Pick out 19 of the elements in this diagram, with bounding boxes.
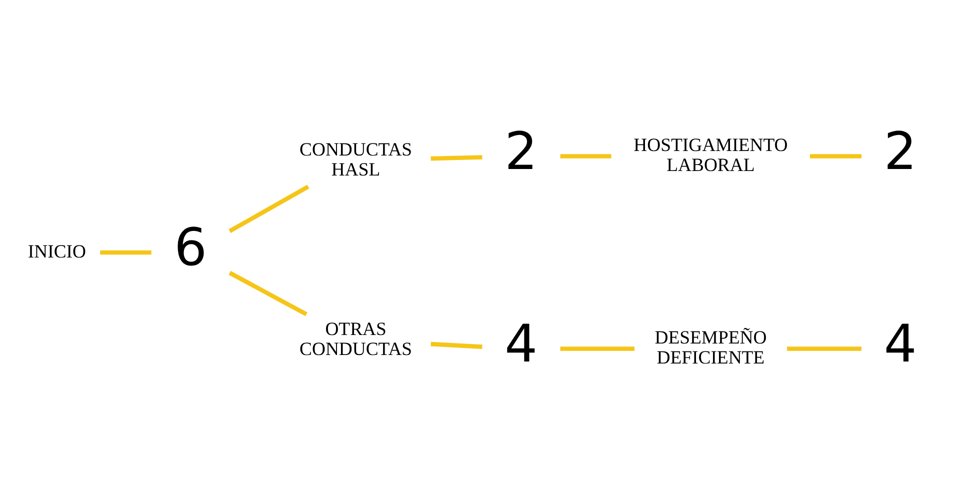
connector [100,250,152,254]
connector [228,270,308,316]
node-text: 2 [504,121,538,182]
node-text: INICIO [28,240,86,262]
node-text: HOSTIGAMIENTO LABORAL [634,134,788,176]
connector [430,341,482,348]
connector [787,346,862,350]
connector [430,154,482,160]
node-text: 4 [504,314,538,374]
node-text: OTRAS CONDUCTAS [300,318,412,360]
connector [810,154,862,158]
node-text: 6 [174,218,208,278]
connector [228,184,310,233]
node-text: 4 [884,314,917,374]
connector [560,154,612,158]
connector [560,346,634,350]
node-text: 2 [884,121,917,182]
node-text: DESEMPEÑO DEFICIENTE [654,327,767,368]
node-text: CONDUCTAS HASL [300,138,412,180]
